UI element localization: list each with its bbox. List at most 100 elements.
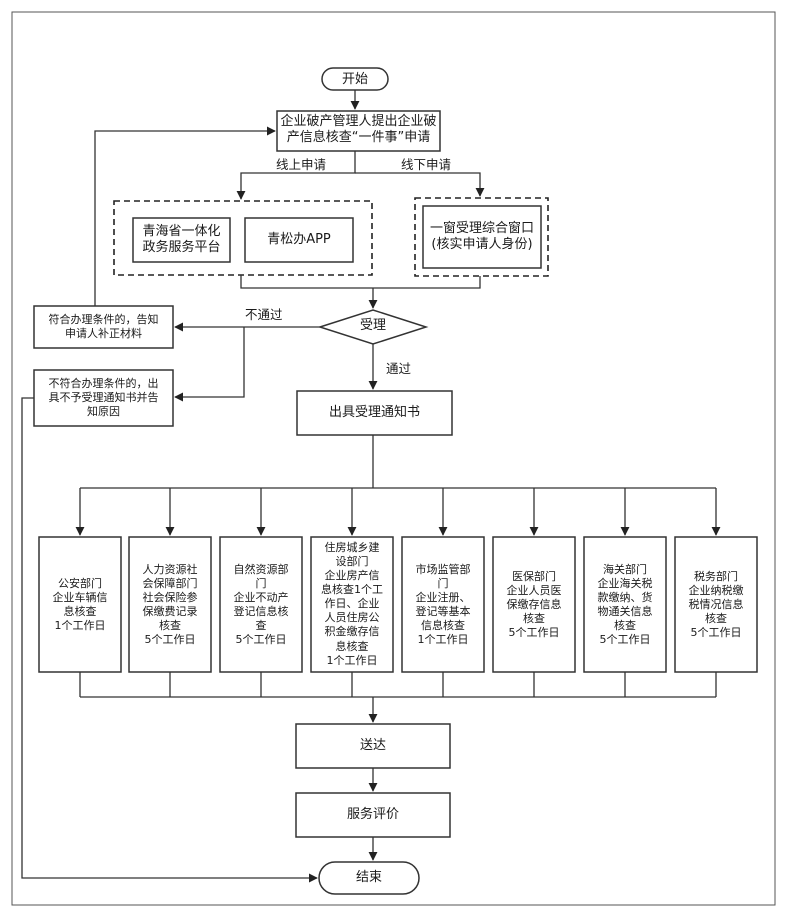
dept-2-line: 保缴费记录 [142,605,198,619]
dept-text-3: 自然资源部 门 企业不动产 登记信息核 查 5个工作日 [220,563,302,647]
apply-text: 企业破产管理人提出企业破 产信息核查“一件事”申请 [277,114,440,147]
dept-text-2: 人力资源社 会保障部门 社会保险参 保缴费记录 核查 5个工作日 [129,563,211,647]
dept-6-line: 5个工作日 [508,626,560,640]
dept-7-line: 款缴纳、货 [597,591,653,605]
dept-box-5 [401,536,485,673]
dept-text-7: 海关部门 企业海关税 款缴纳、货 物通关信息 核查 5个工作日 [584,563,666,647]
dept-8-line: 5个工作日 [690,626,742,640]
apply-box [276,110,441,152]
reject-line-3: 知原因 [87,405,120,419]
dept-1-line: 公安部门 [58,577,102,590]
dept-6-line: 企业人员医 [506,584,562,598]
dept-4-line: 设部门 [335,555,369,569]
dept-box-4 [310,536,394,673]
dept-7-line: 企业海关税 [597,577,653,591]
decision-diamond [317,309,429,345]
evaluate-label: 服务评价 [346,807,399,822]
dept-8-line: 税务部门 [694,570,738,583]
online-group [113,200,373,276]
dept-5-line: 登记等基本 [415,605,471,619]
dept-1-line: 息核查 [63,605,97,619]
dept-4-line: 企业房产信 [324,569,380,583]
dept-4-line: 1个工作日 [326,653,378,667]
platform-line-2: 政务服务平台 [142,240,221,256]
dept-4-line: 住房城乡建 [324,541,380,554]
reject-line-1: 不符合办理条件的，出 [48,377,159,390]
notice-label: 出具受理通知书 [328,405,420,420]
dept-7-line: 5个工作日 [599,633,651,647]
window-text: 一窗受理综合窗口 (核实申请人身份) [423,221,541,254]
dept-1-line: 企业车辆信 [52,591,108,605]
app-box [244,217,354,263]
window-line-1: 一窗受理综合窗口 [429,221,534,236]
dept-text-4: 住房城乡建 设部门 企业房产信 息核查1个工 作日、企业 人员住房公 积金缴存信… [311,541,393,668]
supplement-box [33,305,174,349]
supplement-line-1: 符合办理条件的，告知 [48,313,159,326]
diagram-frame [11,11,776,906]
dept-4-line: 人员住房公 [324,611,380,625]
fail-label: 不通过 [245,307,283,322]
end-terminator [318,861,420,895]
dept-5-line: 门 [437,577,449,591]
supplement-text: 符合办理条件的，告知 申请人补正材料 [34,313,173,341]
dept-1-line: 1个工作日 [54,619,106,633]
dept-3-line: 查 [255,619,267,633]
platform-text: 青海省一体化 政务服务平台 [133,224,230,257]
dept-4-line: 息核查1个工 [321,583,383,597]
dept-6-line: 保缴存信息 [506,598,562,612]
deliver-label: 送达 [359,738,386,753]
connectors [21,90,721,883]
dept-text-5: 市场监管部 门 企业注册、 登记等基本 信息核查 1个工作日 [402,563,484,647]
dept-text-8: 税务部门 企业纳税缴 税情况信息 核查 5个工作日 [675,570,757,640]
dept-3-line: 企业不动产 [233,591,289,605]
dept-2-line: 社会保险参 [142,591,198,605]
dept-7-line: 核查 [614,619,636,633]
reject-box [33,369,174,427]
dept-6-line: 核查 [523,612,545,626]
deliver-box [295,723,451,769]
dept-8-line: 企业纳税缴 [688,584,744,598]
decision-label: 受理 [359,318,386,333]
dept-2-line: 核查 [159,619,181,633]
dept-text-1: 公安部门 企业车辆信 息核查 1个工作日 [39,577,121,633]
dept-5-line: 企业注册、 [415,591,471,605]
apply-line-1: 企业破产管理人提出企业破 [280,114,437,129]
platform-box [132,217,231,263]
window-box [422,205,542,269]
dept-4-line: 作日、企业 [324,597,380,611]
dept-box-7 [583,536,667,673]
dept-3-line: 登记信息核 [233,605,289,619]
dept-8-line: 核查 [705,612,727,626]
offline-group [414,197,549,277]
dept-3-line: 门 [255,577,267,591]
dept-3-line: 自然资源部 [233,563,289,576]
dept-5-line: 信息核查 [421,619,465,633]
dept-box-6 [492,536,576,673]
dept-5-line: 市场监管部 [415,563,471,576]
offline-label: 线下申请 [401,157,452,172]
dept-box-3 [219,536,303,673]
app-text: 青松办APP [267,232,331,247]
apply-line-2: 产信息核查“一件事”申请 [286,130,431,146]
dept-7-line: 海关部门 [603,563,647,576]
dept-2-line: 人力资源社 [142,563,198,576]
dept-8-line: 税情况信息 [688,598,744,612]
dept-box-8 [674,536,758,673]
dept-2-line: 5个工作日 [144,633,196,647]
pass-label: 通过 [386,361,412,376]
notice-box [296,390,453,436]
dept-2-line: 会保障部门 [142,577,198,591]
dept-4-line: 积金缴存信 [324,625,380,639]
reject-line-2: 具不予受理通知书并告 [48,391,159,405]
end-label: 结束 [355,870,382,885]
online-label: 线上申请 [276,157,327,172]
dept-7-line: 物通关信息 [597,605,653,619]
dept-3-line: 5个工作日 [235,633,287,647]
dept-6-line: 医保部门 [512,570,556,583]
dept-5-line: 1个工作日 [417,633,469,647]
start-label: 开始 [341,72,368,87]
dept-4-line: 息核查 [335,639,369,653]
window-line-2: (核实申请人身份) [431,237,533,253]
platform-line-1: 青海省一体化 [142,224,221,239]
